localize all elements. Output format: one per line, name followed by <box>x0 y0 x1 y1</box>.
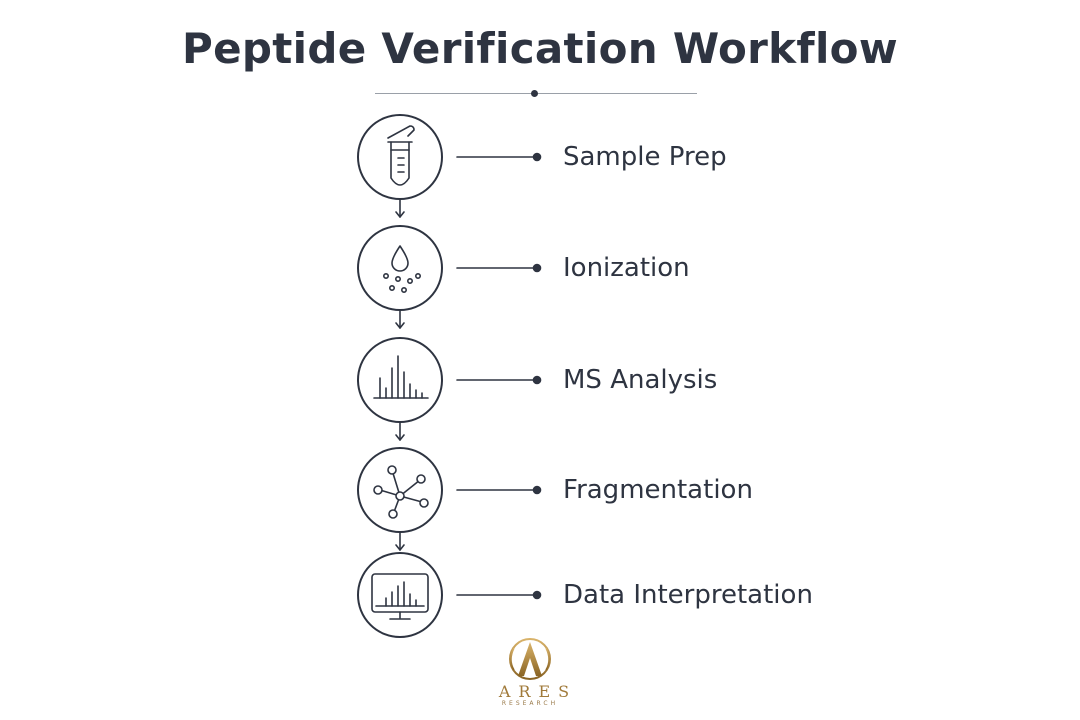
laurel-a-icon <box>509 638 551 680</box>
step-label-ionization: Ionization <box>563 253 690 283</box>
flow-arrow <box>395 531 405 551</box>
step-circle <box>357 447 443 533</box>
step-sample-prep <box>357 114 542 200</box>
molecule-icon <box>373 465 429 519</box>
step-fragmentation <box>357 447 542 533</box>
logo-subtitle: RESEARCH <box>501 700 559 707</box>
step-circle <box>357 225 443 311</box>
logo-wordmark: ARES <box>498 682 578 701</box>
step-label-data-interpretation: Data Interpretation <box>563 580 813 610</box>
step-circle <box>357 552 443 638</box>
droplet-icon <box>382 245 421 293</box>
connector-dot <box>532 263 542 273</box>
page-title: Peptide Verification Workflow <box>182 24 898 73</box>
step-data-interpretation <box>357 552 542 638</box>
monitor-chart-icon <box>371 573 429 620</box>
connector-dot <box>532 485 542 495</box>
step-label-sample-prep: Sample Prep <box>563 142 727 172</box>
step-circle <box>357 114 443 200</box>
step-ionization <box>357 225 542 311</box>
flow-arrow <box>395 309 405 329</box>
step-label-ms-analysis: MS Analysis <box>563 365 718 395</box>
spectrum-icon <box>373 355 429 399</box>
step-ms-analysis <box>357 337 542 423</box>
test-tube-icon <box>387 125 415 186</box>
connector-dot <box>532 590 542 600</box>
step-circle <box>357 337 443 423</box>
flow-arrow <box>395 421 405 441</box>
ares-logo <box>490 634 570 710</box>
title-divider-dot <box>531 90 538 97</box>
step-label-fragmentation: Fragmentation <box>563 475 753 505</box>
connector-dot <box>532 375 542 385</box>
connector-dot <box>532 152 542 162</box>
flow-arrow <box>395 198 405 218</box>
